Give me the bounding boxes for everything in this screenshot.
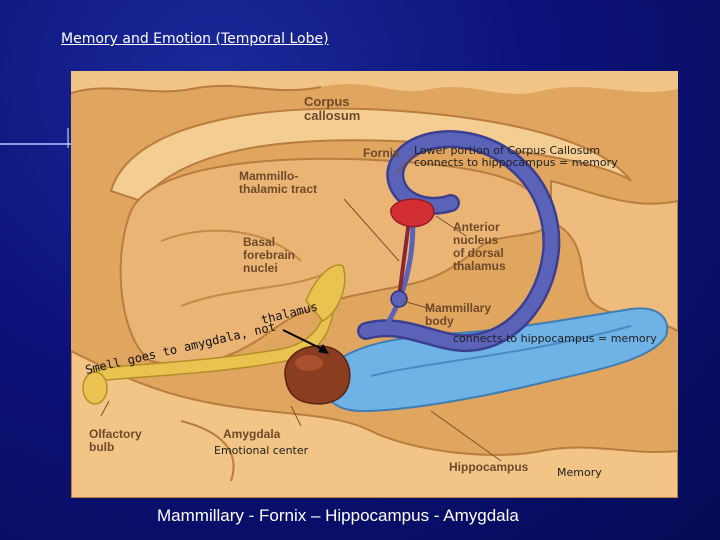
amygdala-highlight [295, 355, 323, 371]
annotation-memory: Memory [557, 467, 602, 479]
brain-diagram: Corpus callosum Fornix Mammillo- thalami… [71, 71, 678, 498]
label-anterior-nucleus: Anterior nucleus of dorsal thalamus [453, 221, 506, 273]
mammillary-body-shape [391, 291, 407, 307]
label-corpus-callosum: Corpus callosum [304, 95, 360, 123]
amygdala-shape [285, 346, 350, 404]
label-olfactory-bulb: Olfactory bulb [89, 428, 142, 454]
decorative-line-vertical [67, 128, 69, 148]
annotation-connects: connects to hippocampus = memory [453, 333, 657, 345]
decorative-line [0, 143, 74, 145]
label-basal-forebrain: Basal forebrain nuclei [243, 236, 295, 275]
slide-caption: Mammillary - Fornix – Hippocampus - Amyg… [157, 506, 519, 526]
annotation-emotional-center: Emotional center [214, 445, 308, 457]
brain-illustration [71, 71, 678, 498]
label-fornix: Fornix [363, 147, 400, 160]
label-hippocampus: Hippocampus [449, 461, 528, 474]
label-amygdala: Amygdala [223, 428, 280, 441]
label-mammillary-body: Mammillary body [425, 302, 491, 328]
annotation-lower-corpus-callosum: Lower portion of Corpus Callosum connect… [414, 145, 618, 169]
slide-title: Memory and Emotion (Temporal Lobe) [61, 31, 329, 47]
label-mammillothalamic-tract: Mammillo- thalamic tract [239, 170, 317, 196]
anterior-nucleus-shape [391, 199, 434, 226]
